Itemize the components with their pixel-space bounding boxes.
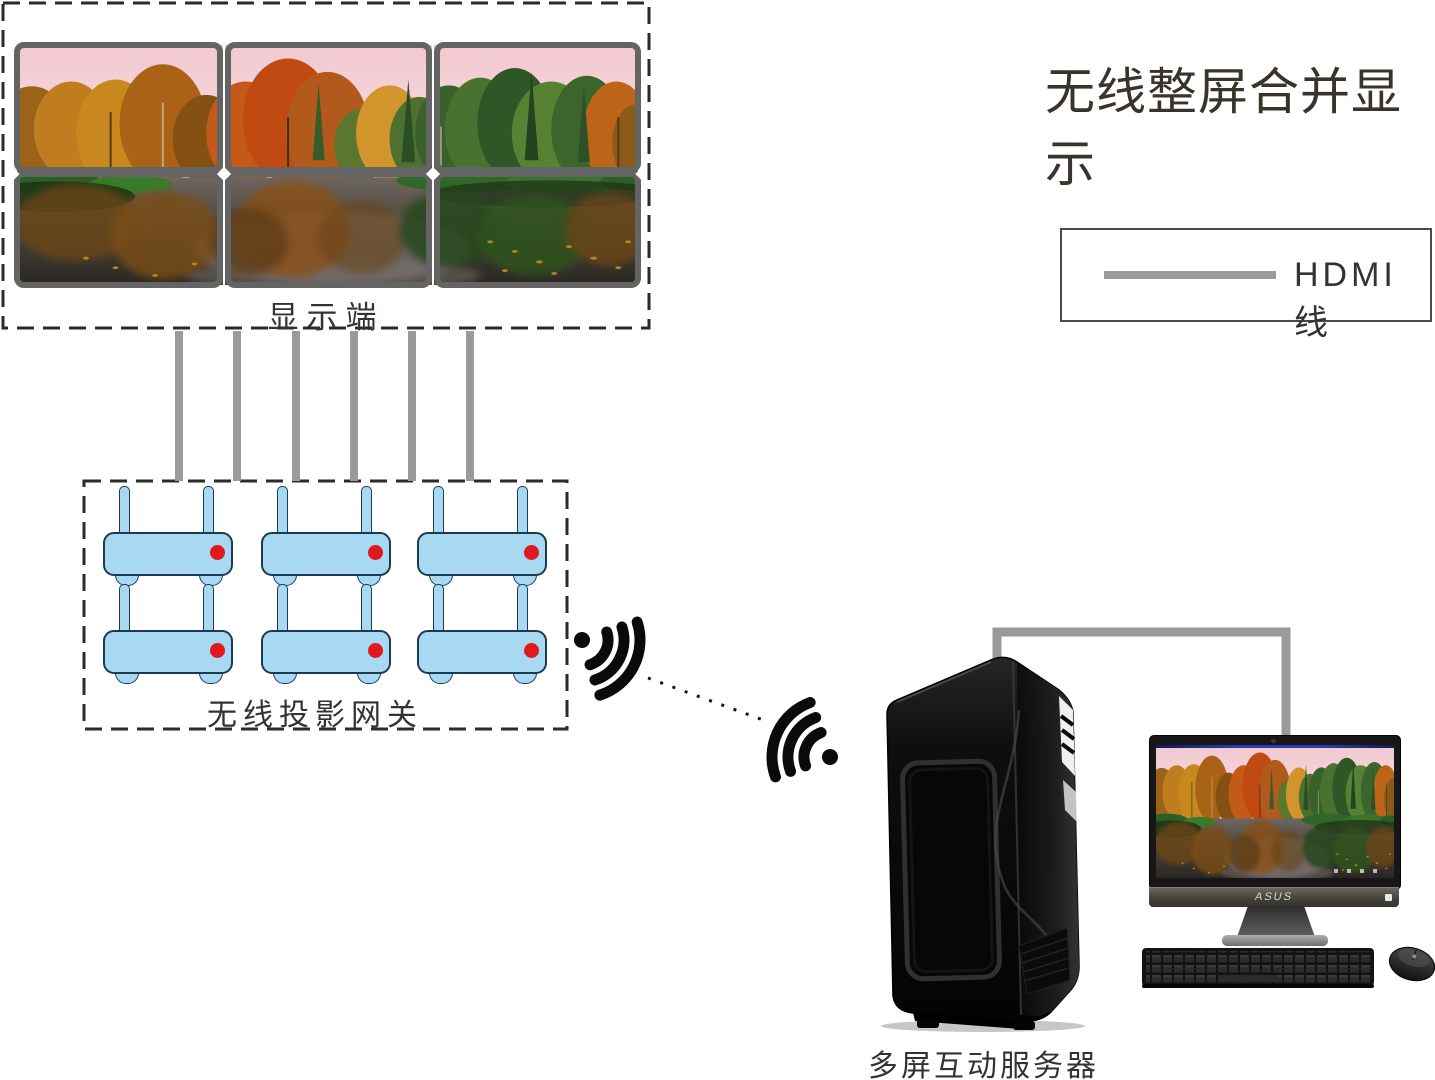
hdmi-cables-wall [175,331,474,481]
monitor-brand-logo: ASUS [1253,891,1295,903]
tile-gap [432,42,434,288]
legend-label: HDMI线 [1294,256,1397,342]
keyboard [1142,948,1374,988]
gateway-device [261,486,391,586]
power-led [524,643,539,658]
gateway-dashed-box [82,479,569,731]
wall-tile-2 [225,42,432,173]
monitor-landscape-image [1156,745,1394,878]
monitor-stand [1237,906,1315,937]
legend-hdmi-line-sample [1104,271,1276,279]
hdmi-cable-server-monitor [992,627,1291,742]
monitor-sticker [1385,894,1392,901]
monitor-screen [1156,745,1394,878]
power-led [368,643,383,658]
wifi-icon [766,696,838,783]
display-wall-label: 显示端 [267,300,385,335]
wall-tile-4 [14,171,223,288]
gateway-device [417,486,547,586]
display-wall-dashed-box [1,1,651,330]
wireless-dotted-link [647,676,767,723]
wall-tile-5 [225,171,432,288]
legend-box: HDMI线 [1060,228,1432,342]
monitor-chin: ASUS [1149,887,1399,907]
monitor [1149,735,1401,890]
power-led [368,545,383,560]
power-led [210,545,225,560]
tile-gap [223,42,225,288]
wifi-icon [574,616,646,701]
gateway-device [103,584,233,684]
server-label: 多屏互动服务器 [868,1050,1099,1080]
power-led [210,643,225,658]
gateway-label: 无线投影网关 [207,699,423,732]
power-led [524,545,539,560]
gateway-device [261,584,391,684]
screen-top-glow [1156,745,1394,748]
gateway-device [103,486,233,586]
gateway-device [417,584,547,684]
wall-tile-3 [434,42,641,173]
wall-tile-6 [434,171,641,288]
wall-tile-1 [14,42,223,173]
page-title: 无线整屏合并显示 [1045,64,1402,192]
taskbar-hint [1334,869,1386,874]
server-tower [881,656,1085,1032]
mouse [1388,946,1435,982]
monitor-base [1222,935,1328,946]
webcam-icon [1271,739,1276,743]
